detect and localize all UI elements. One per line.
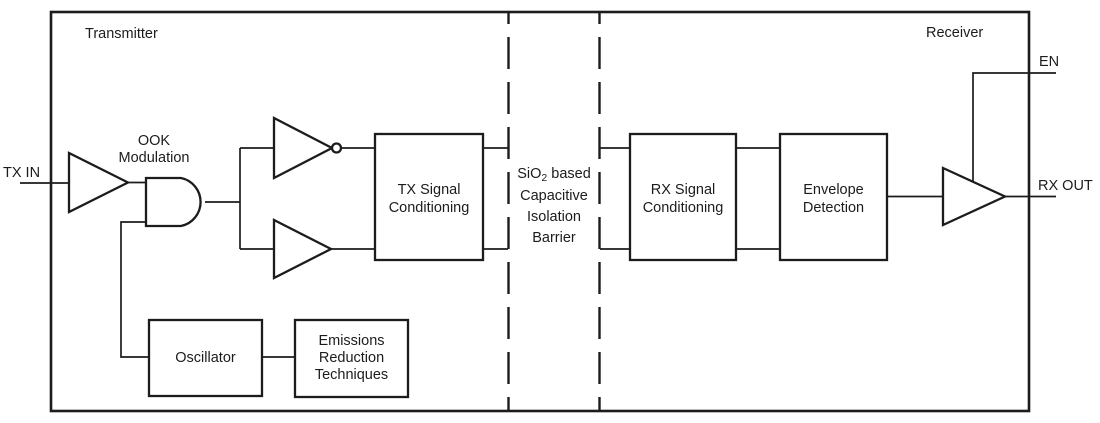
transmitter-region-label: Transmitter (85, 26, 158, 42)
rx-signal-conditioning-label-line2: Conditioning (643, 200, 724, 216)
envelope-detection-label-line1: Envelope (803, 182, 863, 198)
inverter-bubble (330, 142, 343, 154)
barrier-label-based: based (547, 166, 591, 182)
tx-signal-conditioning-label-line2: Conditioning (389, 200, 470, 216)
envelope-detection-label-line2: Detection (803, 200, 864, 216)
inverter-gate (272, 116, 335, 180)
tx-in-pin-label: TX IN (3, 165, 40, 181)
oscillator-box (147, 318, 264, 398)
tx-input-buffer (67, 151, 131, 214)
emissions-label-line1: Emissions (318, 333, 384, 349)
barrier-label-line4: Barrier (532, 230, 576, 246)
emissions-label-line3: Techniques (315, 367, 388, 383)
emissions-reduction-box (293, 318, 410, 399)
ook-and-gate (144, 176, 202, 228)
barrier-label-line1: SiO2 based (517, 166, 591, 184)
barrier-label-subscript: 2 (541, 172, 547, 184)
rx-out-pin-label: RX OUT (1038, 178, 1093, 194)
rx-signal-conditioning-box (628, 132, 738, 262)
envelope-detection-box (778, 132, 889, 262)
oscillator-label: Oscillator (175, 350, 236, 366)
rx-output-buffer (941, 166, 1008, 227)
ook-modulation-label-line2: Modulation (119, 150, 190, 166)
en-pin-label: EN (1039, 54, 1059, 70)
tx-signal-conditioning-box (373, 132, 485, 262)
rx-signal-conditioning-label-line1: RX Signal (651, 182, 715, 198)
emissions-label-line2: Reduction (319, 350, 384, 366)
tx-signal-conditioning-label-line1: TX Signal (398, 182, 461, 198)
wire-oscillator-to-and (120, 221, 149, 358)
barrier-label-line2: Capacitive (520, 188, 588, 204)
receiver-region-label: Receiver (926, 25, 983, 41)
wire-en-enable (972, 72, 1056, 183)
barrier-label-line3: Isolation (527, 209, 581, 225)
device-boundary-box (49, 10, 1031, 413)
barrier-label-sio: SiO (517, 166, 541, 182)
lower-buffer (272, 218, 334, 280)
ook-modulation-label-line1: OOK (138, 133, 171, 149)
